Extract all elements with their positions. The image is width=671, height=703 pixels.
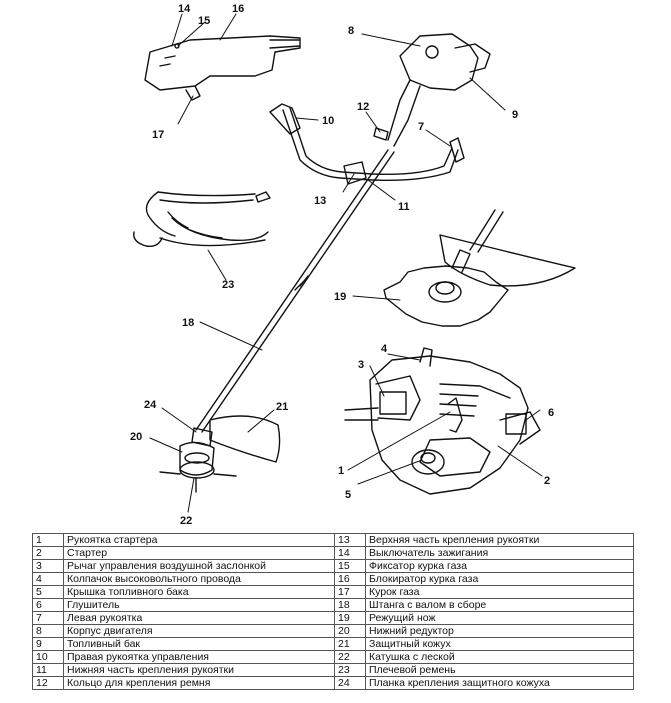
legend-number: 19 [334, 611, 366, 625]
legend-row: 2 Стартер 14 Выключатель зажигания [32, 546, 634, 560]
callout-9: 9 [512, 109, 518, 121]
callout-21: 21 [276, 401, 288, 413]
legend-number: 13 [334, 533, 366, 547]
callout-5: 5 [345, 489, 351, 501]
callout-13: 13 [314, 195, 326, 207]
legend-part-name: Рукоятка стартера [63, 533, 335, 547]
callout-19: 19 [334, 291, 346, 303]
legend-number: 10 [32, 650, 64, 664]
legend-part-name: Режущий нож [365, 611, 634, 625]
legend-part-name: Штанга с валом в сборе [365, 598, 634, 612]
callout-6: 6 [548, 407, 554, 419]
legend-row: 1 Рукоятка стартера 13 Верхняя часть кре… [32, 533, 634, 547]
legend-part-name: Выключатель зажигания [365, 546, 634, 560]
legend-part-name: Левая рукоятка [63, 611, 335, 625]
legend-row: 6 Глушитель 18 Штанга с валом в сборе [32, 598, 634, 612]
legend-number: 18 [334, 598, 366, 612]
legend-row: 11 Нижняя часть крепления рукоятки 23 Пл… [32, 663, 634, 677]
legend-row: 5 Крышка топливного бака 17 Курок газа [32, 585, 634, 599]
legend-row: 3 Рычаг управления воздушной заслонкой 1… [32, 559, 634, 573]
legend-part-name: Топливный бак [63, 637, 335, 651]
legend-number: 21 [334, 637, 366, 651]
legend-row: 8 Корпус двигателя 20 Нижний редуктор [32, 624, 634, 638]
legend-number: 15 [334, 559, 366, 573]
legend-part-name: Планка крепления защитного кожуха [365, 676, 634, 690]
legend-number: 16 [334, 572, 366, 586]
legend-part-name: Рычаг управления воздушной заслонкой [63, 559, 335, 573]
blade-drawing [383, 209, 576, 327]
callout-labels: 1 2 3 4 5 6 7 8 9 10 11 12 13 14 15 16 1… [130, 3, 554, 527]
engine-large-drawing [344, 347, 541, 495]
legend-part-name: Верхняя часть крепления рукоятки [365, 533, 634, 547]
callout-17: 17 [152, 129, 164, 141]
callout-12: 12 [357, 101, 369, 113]
legend-part-name: Нижняя часть крепления рукоятки [63, 663, 335, 677]
leader-lines [149, 13, 543, 513]
callout-7: 7 [418, 121, 424, 133]
legend-part-name: Крышка топливного бака [63, 585, 335, 599]
legend-number: 17 [334, 585, 366, 599]
callout-10: 10 [322, 115, 334, 127]
legend-number: 5 [32, 585, 64, 599]
callout-11: 11 [398, 201, 410, 213]
callout-14: 14 [178, 3, 191, 15]
shaft-drawing [195, 149, 395, 433]
legend-part-name: Кольцо для крепления ремня [63, 676, 335, 690]
legend-row: 7 Левая рукоятка 19 Режущий нож [32, 611, 634, 625]
legend-number: 9 [32, 637, 64, 651]
legend-number: 1 [32, 533, 64, 547]
callout-24: 24 [144, 399, 157, 411]
callout-1: 1 [338, 465, 344, 477]
legend-part-name: Курок газа [365, 585, 634, 599]
legend-part-name: Стартер [63, 546, 335, 560]
legend-number: 22 [334, 650, 366, 664]
trimmer-head-drawing [159, 415, 281, 493]
legend-number: 3 [32, 559, 64, 573]
legend-number: 23 [334, 663, 366, 677]
legend-number: 24 [334, 676, 366, 690]
legend-number: 20 [334, 624, 366, 638]
legend-part-name: Защитный кожух [365, 637, 634, 651]
legend-part-name: Нижний редуктор [365, 624, 634, 638]
callout-18: 18 [182, 317, 194, 329]
legend-number: 7 [32, 611, 64, 625]
handlebar-drawing [269, 103, 465, 185]
legend-number: 14 [334, 546, 366, 560]
legend-part-name: Глушитель [63, 598, 335, 612]
legend-part-name: Корпус двигателя [63, 624, 335, 638]
callout-2: 2 [544, 475, 550, 487]
callout-3: 3 [358, 359, 364, 371]
engine-small-drawing [373, 33, 491, 147]
legend-row: 12 Кольцо для крепления ремня 24 Планка … [32, 676, 634, 690]
legend-part-name: Фиксатор курка газа [365, 559, 634, 573]
legend-number: 12 [32, 676, 64, 690]
legend-part-name: Правая рукоятка управления [63, 650, 335, 664]
legend-number: 4 [32, 572, 64, 586]
legend-number: 8 [32, 624, 64, 638]
legend-part-name: Плечевой ремень [365, 663, 634, 677]
legend-number: 11 [32, 663, 64, 677]
shoulder-strap-drawing [133, 191, 271, 248]
legend-part-name: Колпачок высоковольтного провода [63, 572, 335, 586]
legend-row: 4 Колпачок высоковольтного провода 16 Бл… [32, 572, 634, 586]
throttle-handle-drawing [144, 35, 301, 101]
callout-15: 15 [198, 15, 210, 27]
legend-number: 6 [32, 598, 64, 612]
callout-4: 4 [381, 343, 388, 355]
callout-8: 8 [348, 25, 354, 37]
legend-row: 10 Правая рукоятка управления 22 Катушка… [32, 650, 634, 664]
legend-number: 2 [32, 546, 64, 560]
callout-20: 20 [130, 431, 142, 443]
legend-part-name: Катушка с леской [365, 650, 634, 664]
legend-part-name: Блокиратор курка газа [365, 572, 634, 586]
parts-legend-table: 1 Рукоятка стартера 13 Верхняя часть кре… [32, 533, 634, 690]
callout-23: 23 [222, 279, 234, 291]
callout-16: 16 [232, 3, 244, 15]
callout-22: 22 [180, 515, 192, 527]
trimmer-diagram: 1 2 3 4 5 6 7 8 9 10 11 12 13 14 15 16 1… [130, 3, 576, 527]
legend-row: 9 Топливный бак 21 Защитный кожух [32, 637, 634, 651]
